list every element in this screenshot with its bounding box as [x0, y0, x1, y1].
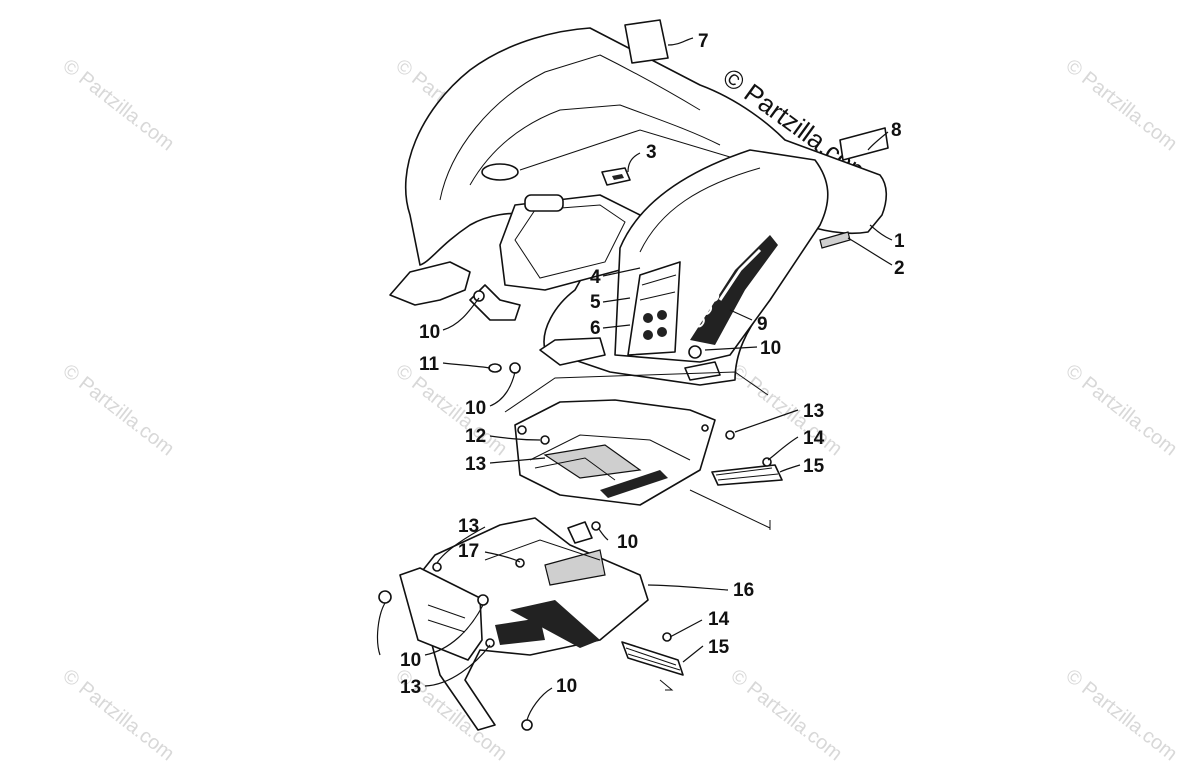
callout-2: 2 — [894, 258, 905, 279]
callout-labels: 7 8 3 1 2 4 5 6 9 10 10 11 10 13 12 14 1… — [400, 31, 905, 698]
decal-7 — [624, 19, 669, 64]
parts-diagram: © Partzilla.com © Partzilla.com © Partzi… — [58, 19, 1181, 765]
callout-3: 3 — [646, 142, 657, 163]
callout-10: 10 — [617, 532, 638, 553]
callout-8: 8 — [891, 120, 902, 141]
callout-10: 10 — [400, 650, 421, 671]
callout-13: 13 — [458, 516, 479, 537]
callout-7: 7 — [698, 31, 709, 52]
callout-14: 14 — [708, 609, 730, 630]
callout-4: 4 — [590, 267, 601, 288]
callout-13: 13 — [803, 401, 824, 422]
callout-6: 6 — [590, 318, 601, 339]
footrest-lower — [621, 641, 684, 676]
rear-fender: 550 — [389, 27, 888, 386]
callout-1: 1 — [894, 231, 905, 252]
callout-5: 5 — [590, 292, 601, 313]
leader-lines — [376, 37, 893, 721]
diagram-svg: 550 — [376, 19, 905, 731]
callout-16: 16 — [733, 580, 754, 601]
callout-13: 13 — [400, 677, 421, 698]
callout-17: 17 — [458, 541, 479, 562]
callout-10: 10 — [556, 676, 577, 697]
callout-10: 10 — [760, 338, 781, 359]
callout-15: 15 — [708, 637, 730, 658]
callout-9: 9 — [757, 314, 768, 335]
footwell-upper — [504, 371, 769, 506]
callout-11: 11 — [419, 354, 440, 375]
callout-12: 12 — [465, 426, 486, 447]
callout-10: 10 — [465, 398, 486, 419]
callout-13: 13 — [465, 454, 486, 475]
callout-14: 14 — [803, 428, 825, 449]
callout-10: 10 — [419, 322, 440, 343]
footwell-lower — [378, 517, 649, 731]
footrest-upper — [711, 464, 783, 486]
decal-8 — [839, 127, 889, 161]
callout-15: 15 — [803, 456, 825, 477]
